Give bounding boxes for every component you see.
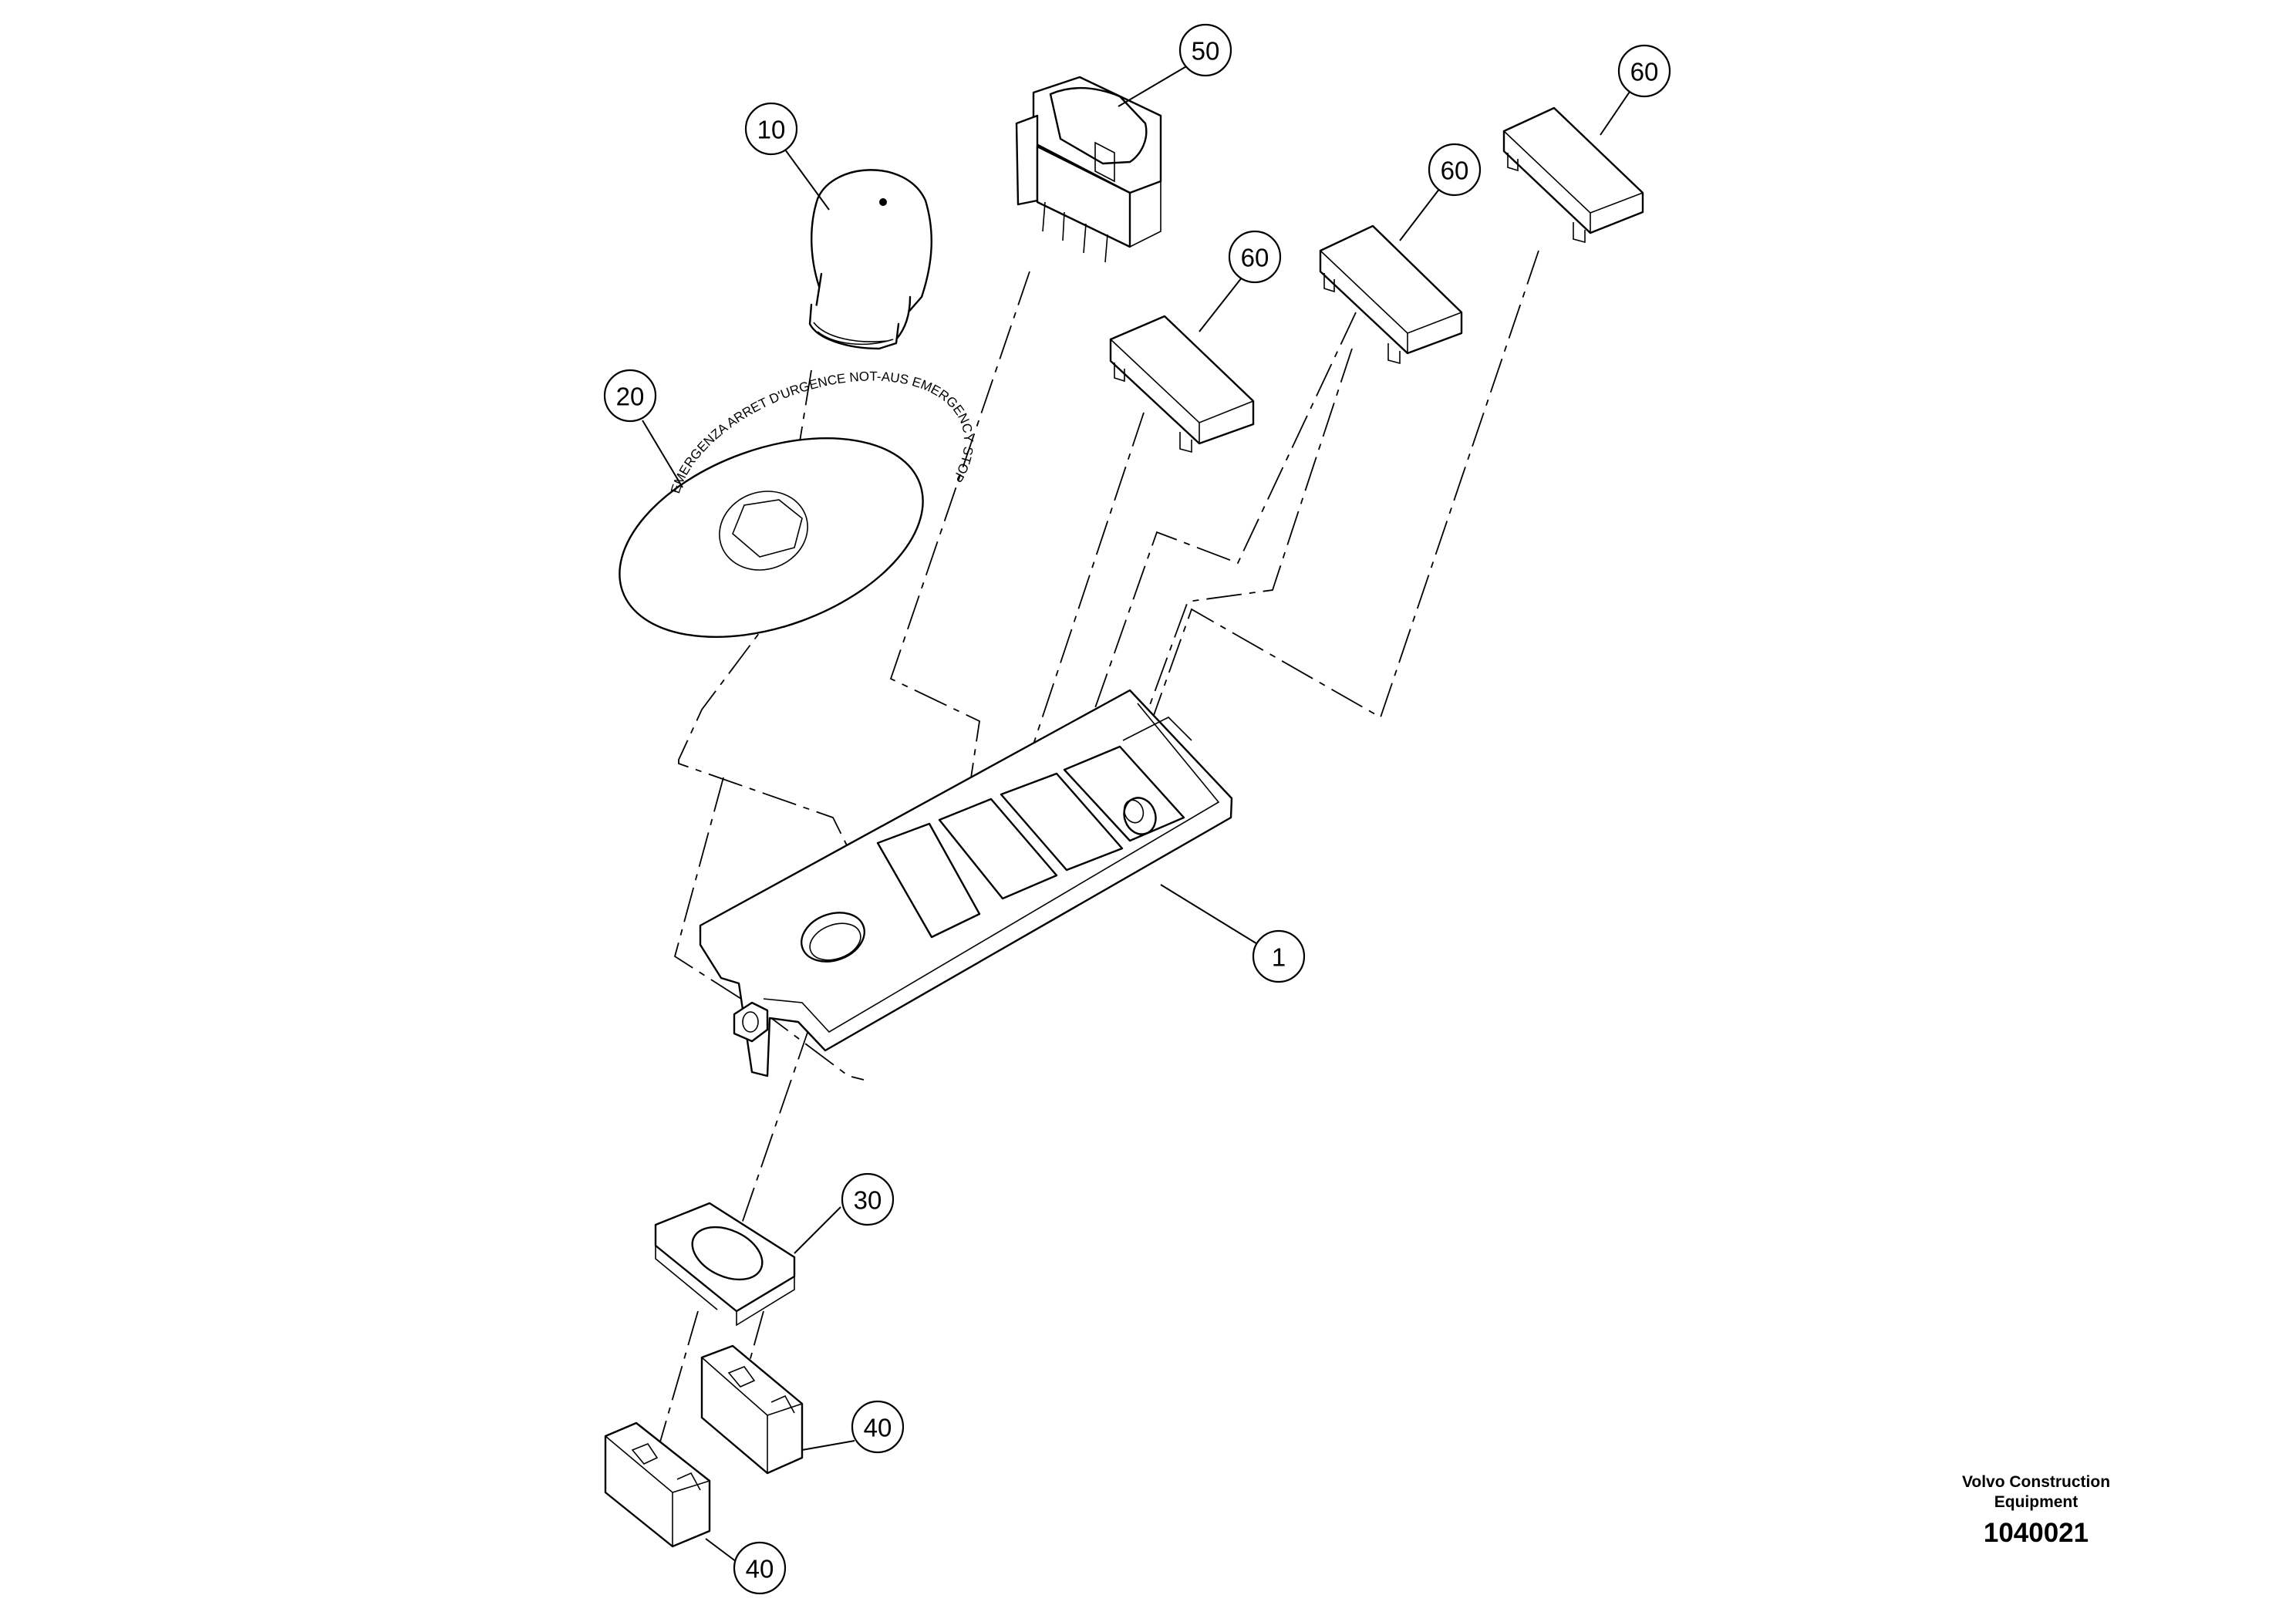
callout-60-left: 60: [1228, 230, 1282, 284]
callout-50-label: 50: [1192, 37, 1220, 66]
callout-30: 30: [841, 1172, 895, 1226]
callout-60-right-label: 60: [1630, 58, 1659, 86]
blanking-plug-2: [1319, 224, 1463, 365]
callout-40-lower-label: 40: [746, 1555, 774, 1583]
drawing-number: 1040021: [1983, 1518, 2089, 1548]
callout-40-lower: 40: [733, 1541, 787, 1595]
leader-lines: [642, 65, 1632, 1563]
brand-line-1: Volvo Construction: [1961, 1473, 2111, 1491]
callout-20-label: 20: [616, 383, 645, 411]
lamp-holder: [654, 1202, 796, 1327]
brand-line-2: Equipment: [1994, 1493, 2079, 1511]
emergency-stop-knob: [808, 169, 932, 350]
callout-50: 50: [1178, 23, 1232, 77]
callout-60-middle-label: 60: [1441, 157, 1469, 185]
mounting-nut: [733, 1001, 769, 1043]
clip-2: [604, 1421, 711, 1548]
callout-1-label: 1: [1272, 943, 1286, 972]
callout-40-upper: 40: [851, 1400, 905, 1454]
callout-40-upper-label: 40: [864, 1414, 892, 1442]
callout-1: 1: [1252, 929, 1306, 983]
blanking-plug-3: [1502, 106, 1644, 244]
emergency-stop-hole: [801, 912, 865, 963]
blanking-plug-1: [1109, 315, 1255, 454]
emergency-stop-label-ring: EMERGENZA ARRET D'URGENCE NOT-AUS EMERGE…: [619, 369, 976, 639]
switch-cutouts: [876, 717, 1192, 939]
callout-10: 10: [744, 102, 798, 156]
callout-30-label: 30: [854, 1186, 882, 1215]
callout-20: 20: [603, 369, 657, 423]
callout-60-left-label: 60: [1241, 244, 1269, 272]
mounting-plate: [699, 689, 1233, 1077]
callout-10-label: 10: [757, 116, 786, 144]
rocker-switch: [1015, 76, 1162, 263]
clip-1: [700, 1344, 804, 1475]
callout-60-right: 60: [1617, 44, 1671, 98]
callout-60-middle: 60: [1428, 143, 1482, 197]
indicator-lamp: [1123, 797, 1157, 835]
